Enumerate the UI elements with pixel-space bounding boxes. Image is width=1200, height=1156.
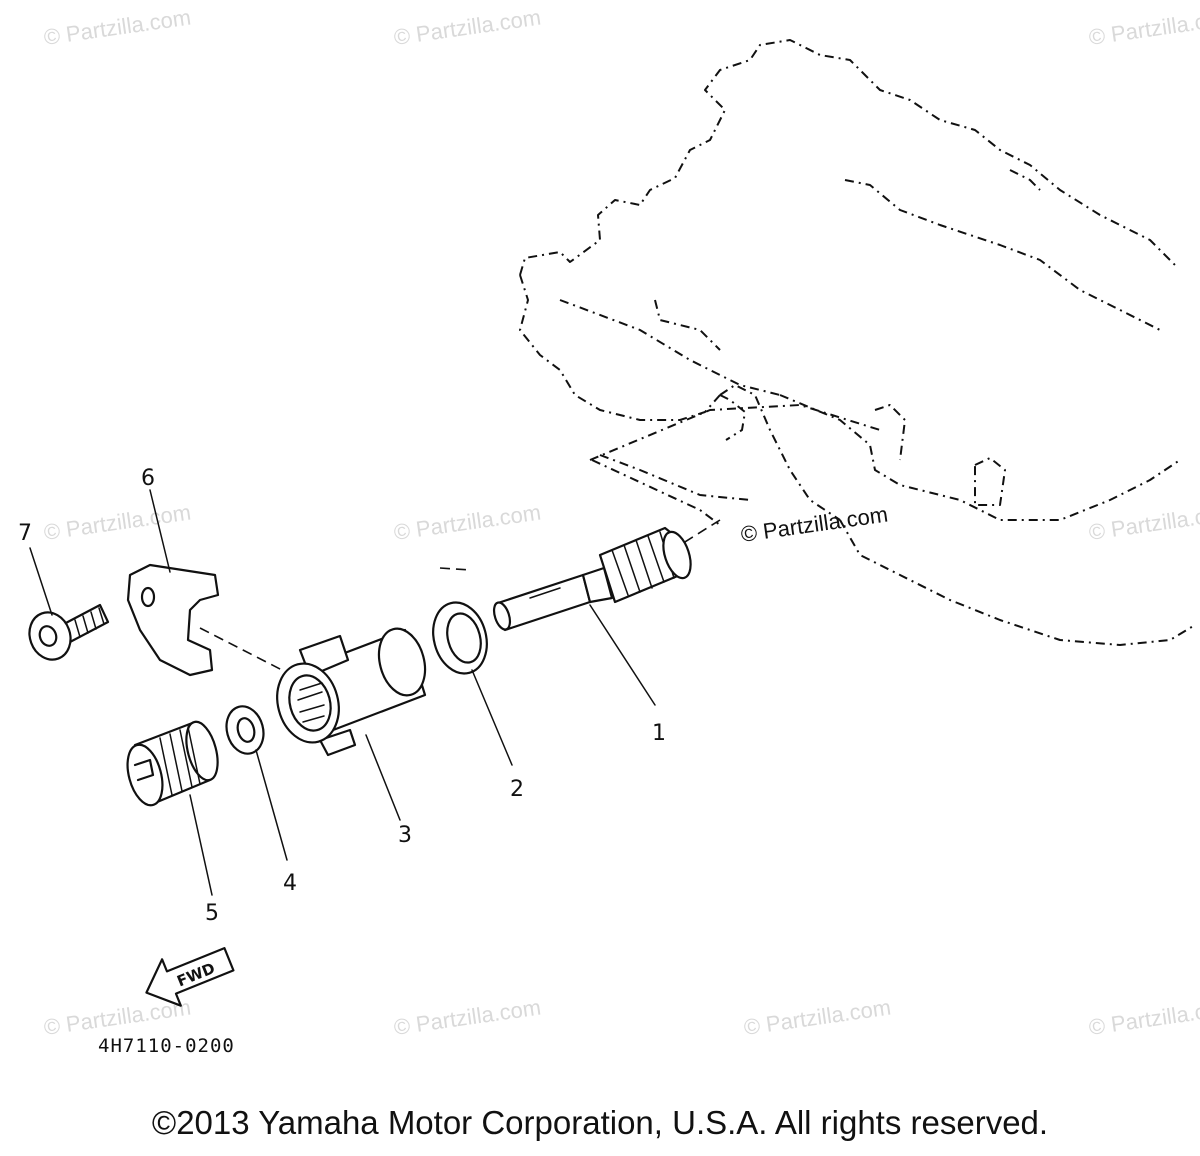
watermark: © Partzilla.com — [42, 5, 192, 50]
drawing-number: 4H7110-0200 — [98, 1035, 235, 1057]
part-7-screw — [28, 603, 110, 661]
fwd-arrow: FWD — [145, 947, 235, 1007]
fwd-arrow-icon — [145, 947, 235, 1007]
part-1-gear-shaft — [492, 526, 692, 632]
watermark: © Partzilla.com — [42, 500, 192, 545]
watermark: © Partzilla.com — [1087, 995, 1200, 1040]
watermark: © Partzilla.com — [1087, 5, 1200, 50]
callout-leaders — [29, 489, 656, 896]
callout-4: 4 — [283, 871, 297, 896]
part-5-bushing — [126, 720, 219, 807]
watermark: © Partzilla.com — [392, 5, 542, 50]
part-4-washer — [225, 705, 265, 755]
engine-case-outline — [519, 39, 1196, 646]
callout-2: 2 — [510, 777, 524, 802]
callout-1: 1 — [652, 721, 666, 746]
callout-3: 3 — [398, 823, 412, 848]
watermark: © Partzilla.com — [392, 500, 542, 545]
watermark-layer: © Partzilla.com © Partzilla.com © Partzi… — [42, 5, 1200, 1040]
watermark: © Partzilla.com — [392, 995, 542, 1040]
copyright-notice: ©2013 Yamaha Motor Corporation, U.S.A. A… — [151, 1104, 1049, 1141]
part-2-oil-seal — [432, 601, 488, 675]
part-3-sleeve — [276, 627, 427, 757]
callout-5: 5 — [205, 901, 219, 926]
part-6-retaining-plate — [126, 563, 220, 677]
watermark: © Partzilla.com — [742, 995, 892, 1040]
callout-numbers: 1 2 3 4 5 6 7 — [18, 466, 666, 926]
watermark: © Partzilla.com — [1087, 500, 1200, 545]
watermark-dark: © Partzilla.com — [739, 502, 889, 547]
install-leader-line — [439, 567, 471, 571]
callout-7: 7 — [18, 521, 32, 546]
callout-6: 6 — [141, 466, 155, 491]
